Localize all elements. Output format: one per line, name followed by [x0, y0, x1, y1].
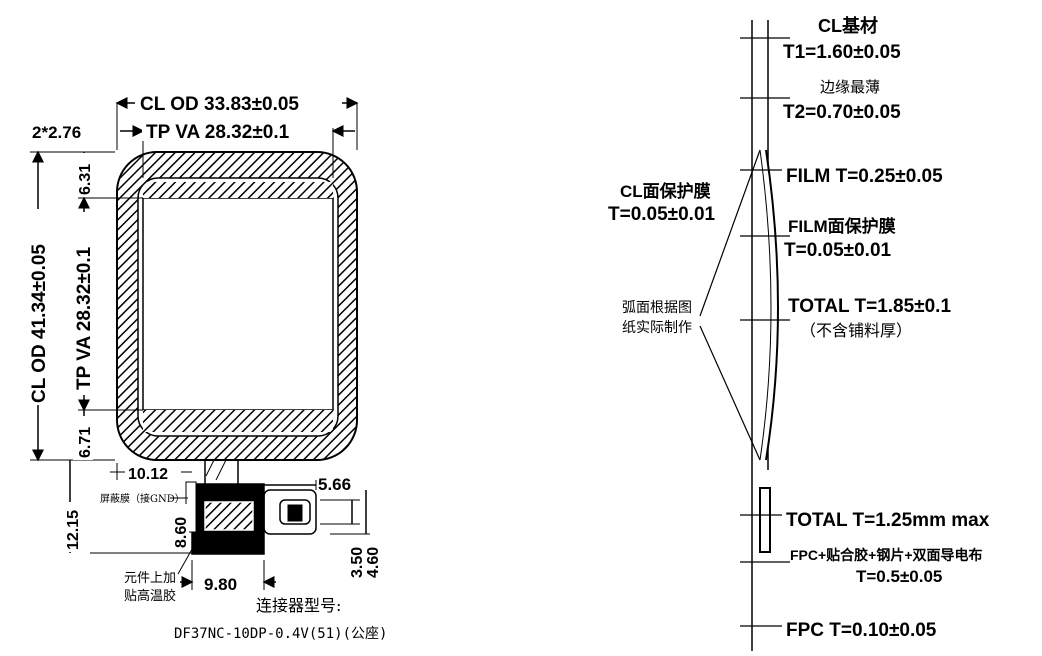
inner-hatch-bottom	[143, 410, 333, 432]
viewing-area	[142, 197, 334, 411]
t1-label: T1=1.60±0.05	[783, 42, 901, 63]
total-thickness-label: TOTAL T=1.85±0.1	[788, 296, 951, 317]
film-protect-thickness: T=0.05±0.01	[784, 240, 892, 261]
shield-film-label: 屏蔽膜（接GND）	[100, 492, 185, 505]
arc-note-line1: 弧面根据图	[622, 300, 692, 316]
cl-protect-thickness: T=0.05±0.01	[608, 204, 716, 225]
film-protect-label: FILM面保护膜	[788, 216, 896, 236]
front-view	[30, 97, 370, 590]
film-arc	[765, 149, 779, 461]
component-area	[204, 501, 254, 531]
cl-od-height-label: CL OD 41.34±0.05	[29, 244, 50, 403]
fpc-stack-label: FPC+贴合胶+钢片+双面导电布	[790, 547, 983, 563]
front-view-labels: CL OD 33.83±0.05 TP VA 28.32±0.1 2*2.76 …	[25, 92, 387, 642]
border-top-label: 6.31	[77, 164, 94, 195]
border-bottom-label: 6.71	[77, 427, 94, 458]
side-view-labels: CL基材 T1=1.60±0.05 边缘最薄 T2=0.70±0.05 FILM…	[608, 15, 1028, 641]
connector-dim1-label: 3.50	[349, 547, 366, 578]
border-left-label: 2*2.76	[32, 123, 81, 142]
cl-od-width-label: CL OD 33.83±0.05	[140, 94, 299, 115]
fpc-offset-label: 10.12	[128, 466, 168, 483]
tp-va-height-label: TP VA 28.32±0.1	[74, 246, 95, 390]
cl-protect-label: CL面保护膜	[620, 181, 711, 201]
inner-hatch-top	[143, 182, 333, 198]
stiffener-width-label: 9.80	[204, 575, 237, 594]
connector-width-label: 5.66	[318, 475, 351, 494]
connector-body	[287, 504, 303, 522]
fpc-stack-thickness: T=0.5±0.05	[856, 567, 942, 586]
film-thickness-label: FILM T=0.25±0.05	[786, 166, 943, 187]
total-thickness-note: （不含铺料厚）	[800, 321, 912, 340]
fpc-thickness-label: FPC T=0.10±0.05	[786, 620, 937, 641]
component-note-line2: 贴高温胶	[124, 588, 176, 604]
tp-va-width-label: TP VA 28.32±0.1	[146, 122, 290, 143]
stiffener-height-label: 8.60	[173, 517, 190, 548]
component-note-line1: 元件上加	[124, 571, 176, 586]
connector-model-label: 连接器型号:	[256, 596, 341, 615]
side-view	[699, 20, 790, 651]
connector-dim2-label: 4.60	[365, 547, 382, 578]
connector-model-number: DF37NC-10DP-0.4V(51)(公座)	[174, 626, 387, 642]
connector-outline	[263, 489, 317, 535]
fpc-stack	[759, 487, 771, 553]
cl-base-label: CL基材	[818, 15, 878, 36]
arc-note-line2: 纸实际制作	[622, 320, 692, 336]
edge-thinnest-label: 边缘最薄	[820, 78, 880, 96]
total-fpc-thickness-label: TOTAL T=1.25mm max	[786, 510, 990, 531]
t2-label: T2=0.70±0.05	[783, 102, 901, 123]
fpc-length-label: 12.15	[65, 510, 82, 550]
